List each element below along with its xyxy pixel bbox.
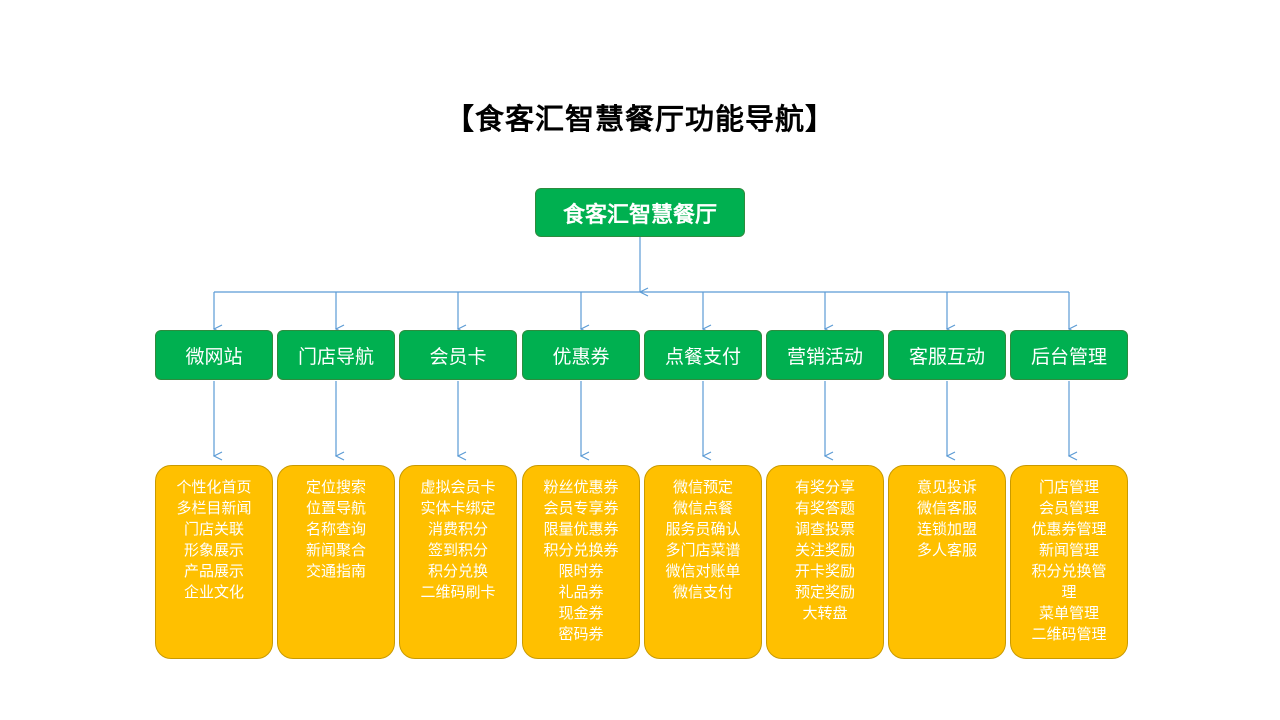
feature-item: 微信客服 <box>916 499 977 517</box>
feature-item: 名称查询 <box>305 520 366 538</box>
feature-item: 微信对账单 <box>665 562 741 580</box>
feature-item: 企业文化 <box>183 583 244 601</box>
feature-item: 新闻聚合 <box>305 541 366 559</box>
feature-item: 限量优惠券 <box>543 520 619 538</box>
feature-item: 意见投诉 <box>916 478 977 496</box>
feature-item: 连锁加盟 <box>916 520 977 538</box>
feature-list-box: 门店管理会员管理优惠券管理新闻管理积分兑换管理菜单管理二维码管理 <box>1010 465 1128 659</box>
feature-item: 关注奖励 <box>794 541 855 559</box>
feature-item: 微信支付 <box>672 583 733 601</box>
feature-item: 菜单管理 <box>1038 604 1099 622</box>
feature-list-box: 微信预定微信点餐服务员确认多门店菜谱微信对账单微信支付 <box>644 465 762 659</box>
feature-item: 多人客服 <box>916 541 977 559</box>
feature-item: 积分兑换管 <box>1031 562 1107 580</box>
feature-item: 优惠券管理 <box>1031 520 1107 538</box>
category-node: 会员卡 <box>399 330 517 380</box>
feature-item: 限时券 <box>558 562 604 580</box>
category-node: 客服互动 <box>888 330 1006 380</box>
feature-item: 调查投票 <box>794 520 855 538</box>
feature-item: 微信预定 <box>672 478 733 496</box>
feature-item: 微信点餐 <box>672 499 733 517</box>
category-node: 门店导航 <box>277 330 395 380</box>
feature-item: 预定奖励 <box>794 583 855 601</box>
feature-list-box: 定位搜索位置导航名称查询新闻聚合交通指南 <box>277 465 395 659</box>
feature-item: 实体卡绑定 <box>420 499 496 517</box>
feature-item: 积分兑换券 <box>543 541 619 559</box>
feature-item: 位置导航 <box>305 499 366 517</box>
feature-item: 消费积分 <box>427 520 488 538</box>
feature-item: 有奖答题 <box>794 499 855 517</box>
feature-item: 积分兑换 <box>427 562 488 580</box>
feature-item: 大转盘 <box>802 604 848 622</box>
feature-list-box: 粉丝优惠券会员专享券限量优惠券积分兑换券限时券礼品券现金券密码券 <box>522 465 640 659</box>
feature-item: 二维码刷卡 <box>420 583 496 601</box>
page-title: 【食客汇智慧餐厅功能导航】 <box>444 102 835 136</box>
root-node: 食客汇智慧餐厅 <box>535 188 745 237</box>
category-node: 营销活动 <box>766 330 884 380</box>
feature-item: 门店关联 <box>183 520 244 538</box>
feature-item: 开卡奖励 <box>794 562 855 580</box>
feature-item: 虚拟会员卡 <box>420 478 496 496</box>
feature-item: 门店管理 <box>1038 478 1099 496</box>
feature-item: 服务员确认 <box>665 520 741 538</box>
feature-item: 礼品券 <box>558 583 604 601</box>
feature-item: 粉丝优惠券 <box>543 478 619 496</box>
feature-item: 多栏目新闻 <box>176 499 252 517</box>
feature-item: 会员专享券 <box>543 499 619 517</box>
feature-item: 现金券 <box>558 604 604 622</box>
feature-list-box: 虚拟会员卡实体卡绑定消费积分签到积分积分兑换二维码刷卡 <box>399 465 517 659</box>
feature-item: 有奖分享 <box>794 478 855 496</box>
feature-list-box: 个性化首页多栏目新闻门店关联形象展示产品展示企业文化 <box>155 465 273 659</box>
category-node: 优惠券 <box>522 330 640 380</box>
feature-item: 理 <box>1061 583 1077 601</box>
feature-item: 会员管理 <box>1038 499 1099 517</box>
category-node: 点餐支付 <box>644 330 762 380</box>
feature-list-box: 意见投诉微信客服连锁加盟多人客服 <box>888 465 1006 659</box>
feature-item: 新闻管理 <box>1038 541 1099 559</box>
category-node: 后台管理 <box>1010 330 1128 380</box>
feature-item: 多门店菜谱 <box>665 541 741 559</box>
feature-item: 交通指南 <box>305 562 366 580</box>
category-node: 微网站 <box>155 330 273 380</box>
feature-list-box: 有奖分享有奖答题调查投票关注奖励开卡奖励预定奖励大转盘 <box>766 465 884 659</box>
feature-item: 定位搜索 <box>305 478 366 496</box>
feature-item: 形象展示 <box>183 541 244 559</box>
feature-item: 密码券 <box>558 625 604 643</box>
feature-item: 个性化首页 <box>176 478 252 496</box>
feature-item: 产品展示 <box>183 562 244 580</box>
feature-item: 签到积分 <box>427 541 488 559</box>
feature-item: 二维码管理 <box>1031 625 1107 643</box>
